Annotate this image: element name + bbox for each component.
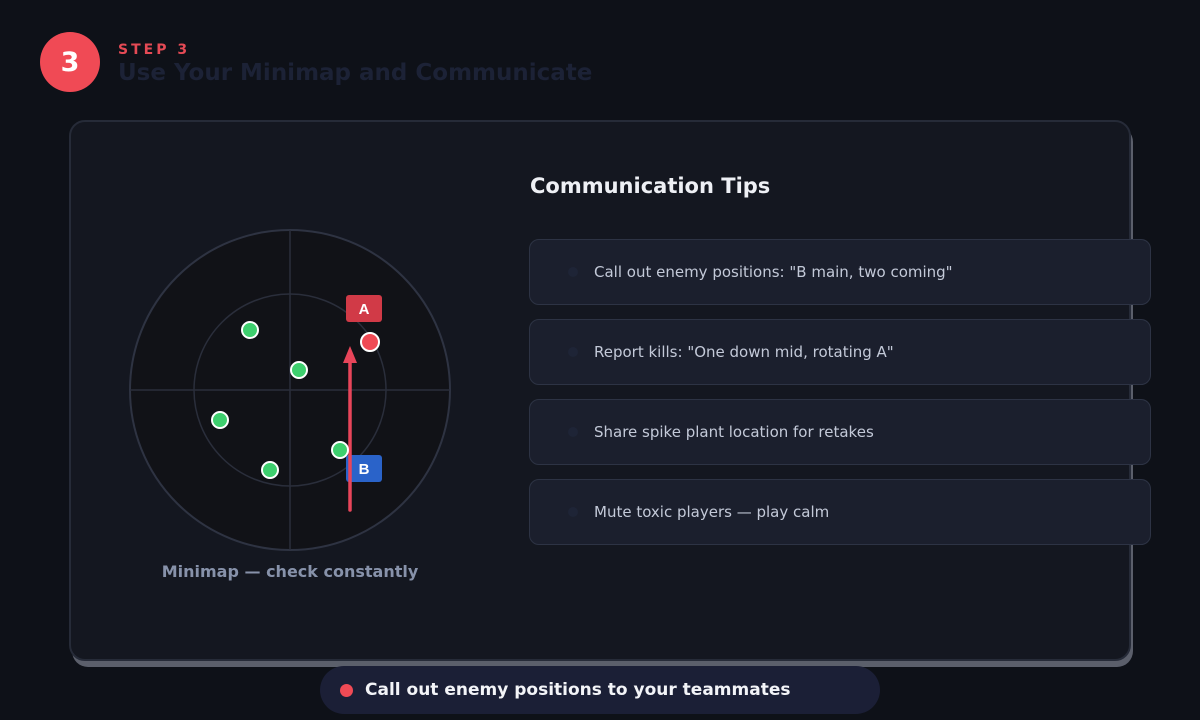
tip-bullet-icon	[568, 347, 578, 357]
tip-text: Report kills: "One down mid, rotating A"	[594, 343, 894, 361]
ally-marker	[241, 321, 259, 339]
ally-marker	[290, 361, 308, 379]
site-b-marker: B	[346, 455, 382, 482]
tip-item-report-kills: Report kills: "One down mid, rotating A"	[529, 319, 1151, 385]
tip-text: Call out enemy positions: "B main, two c…	[594, 263, 953, 281]
minimap-graphic: A B	[129, 229, 451, 551]
callout-banner: Call out enemy positions to your teammat…	[320, 666, 880, 714]
tip-text: Mute toxic players — play calm	[594, 503, 830, 521]
step-label: STEP 3	[118, 42, 191, 58]
site-a-marker: A	[346, 295, 382, 322]
ally-marker	[211, 411, 229, 429]
tip-bullet-icon	[568, 427, 578, 437]
tips-title: Communication Tips	[530, 174, 771, 198]
step-title: Use Your Minimap and Communicate	[118, 60, 593, 86]
ally-marker	[261, 461, 279, 479]
tip-text: Share spike plant location for retakes	[594, 423, 874, 441]
minimap: A B	[128, 228, 452, 552]
tip-bullet-icon	[568, 267, 578, 277]
ally-marker	[331, 441, 349, 459]
tip-item-spike-plant: Share spike plant location for retakes	[529, 399, 1151, 465]
enemy-marker	[360, 332, 380, 352]
site-b-label: B	[359, 461, 370, 478]
tip-bullet-icon	[568, 507, 578, 517]
minimap-caption: Minimap — check constantly	[161, 562, 419, 581]
site-a-label: A	[359, 301, 370, 318]
step-number-badge: 3	[40, 32, 100, 92]
tip-item-enemy-positions: Call out enemy positions: "B main, two c…	[529, 239, 1151, 305]
banner-text: Call out enemy positions to your teammat…	[365, 680, 791, 700]
banner-dot-icon	[340, 683, 353, 697]
rotation-arrow	[343, 346, 357, 512]
tip-item-mute-toxic: Mute toxic players — play calm	[529, 479, 1151, 545]
